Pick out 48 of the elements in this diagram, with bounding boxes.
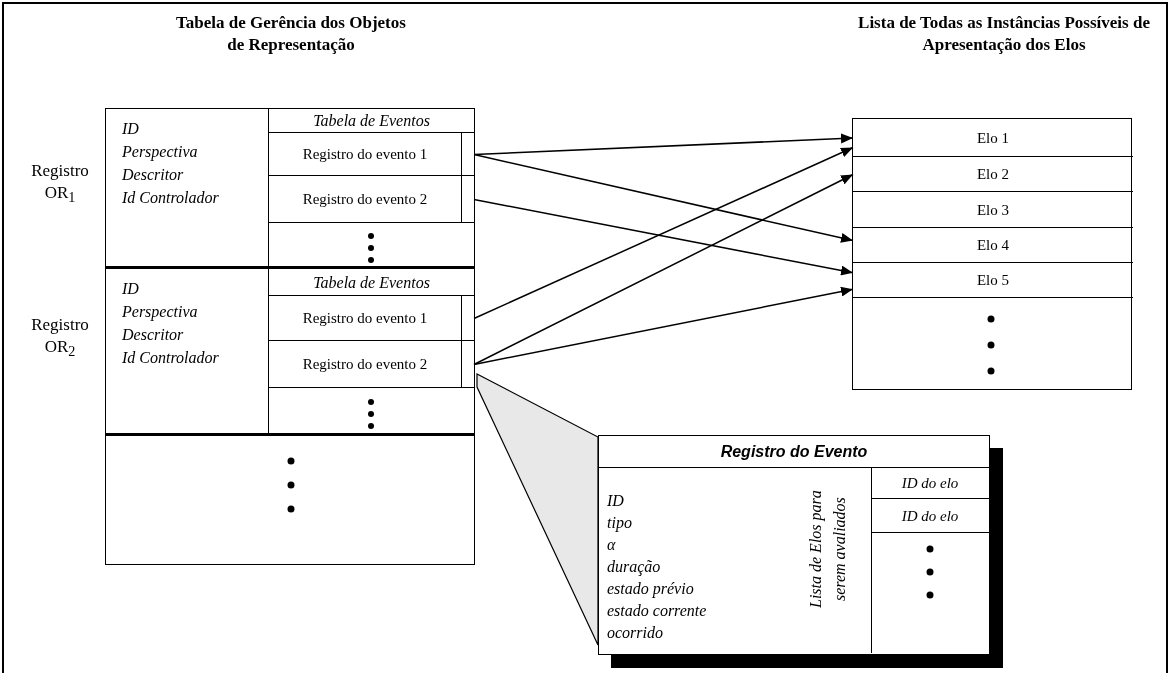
record-label: Registro OR$_{1}$ (30, 160, 90, 208)
id-text: ID do elo (900, 507, 960, 524)
record-row (106, 109, 474, 269)
arrow (473, 146, 854, 320)
field-label: Id Controlador (122, 188, 219, 208)
event-table (268, 269, 474, 433)
link-text: Elo 3 (975, 201, 1011, 218)
link-text: Elo 1 (975, 129, 1011, 146)
event-row (269, 341, 474, 388)
event-table (268, 109, 474, 266)
record-label: Registro OR$_{2}$ (30, 314, 90, 362)
field-label: Id Controlador (122, 348, 219, 368)
event-row (269, 296, 474, 341)
field-label: Perspectiva (122, 142, 198, 163)
arrow (473, 173, 854, 366)
arrow (473, 286, 854, 366)
field-label: ID (607, 491, 624, 511)
arrow (473, 153, 854, 243)
field-label: tipo (607, 513, 632, 534)
zoom-callout (476, 373, 599, 646)
record-row (106, 269, 474, 436)
field-label: Perspectiva (122, 302, 198, 323)
event-text: Registro do evento 1 (301, 309, 429, 327)
vertical-label: Lista de Elos para serem avaliados (806, 489, 849, 610)
link-text: Elo 5 (975, 271, 1011, 289)
id-text: ID do elo (900, 474, 960, 492)
field-label: duração (607, 557, 661, 578)
field-label: Descritor (122, 165, 184, 185)
field-label: ocorrido (607, 623, 663, 643)
field-label: estado corrente (607, 601, 707, 621)
event-text: Registro do evento 1 (301, 145, 429, 163)
event-text: Registro do evento 2 (301, 355, 429, 373)
field-label: estado prévio (607, 579, 694, 600)
event-row (269, 176, 474, 223)
field-label: α (607, 535, 616, 555)
link-text: Elo 2 (975, 165, 1011, 183)
table-header: Tabela de Eventos (269, 269, 474, 296)
table-heading: Lista de Todas as Instâncias Possíveis de Apresentação dos Elos (857, 12, 1151, 56)
field-label: ID (122, 119, 139, 139)
field-label: Descritor (122, 325, 184, 345)
event-text: Registro do evento 2 (301, 190, 429, 208)
card-title: Registro do Evento (599, 436, 989, 468)
link-text: Elo 4 (975, 236, 1011, 254)
table-header: Tabela de Eventos (269, 109, 474, 133)
field-label: ID (122, 279, 139, 299)
arrow (473, 198, 854, 276)
event-row (269, 133, 474, 176)
table-heading: Tabela de Gerência dos Objetos de Representação (175, 12, 407, 56)
